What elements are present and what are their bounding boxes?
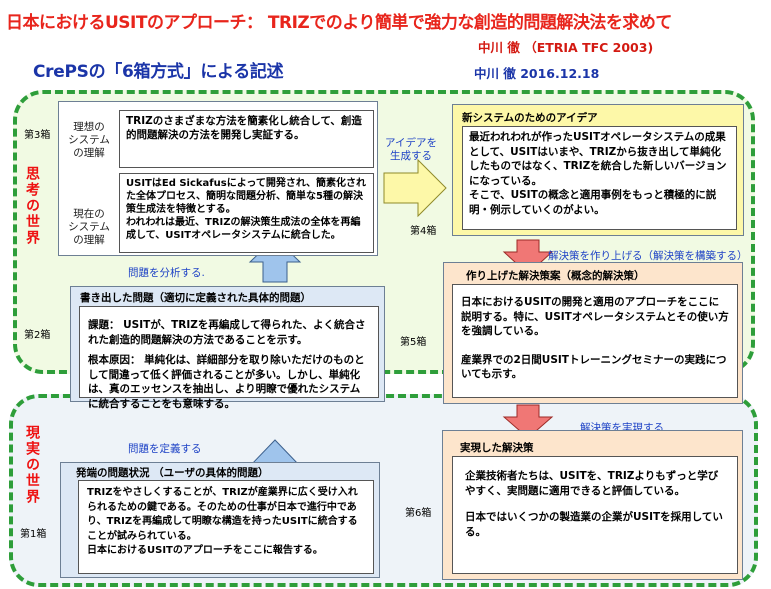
box1-header: 発端の問題状況 （ユーザの具体的問題） — [76, 467, 269, 479]
build-solution-label: 解決策を作り上げる（解決策を構築する） — [548, 250, 748, 262]
box2-cause: 根本原因： 単純化は、詳細部分を取り除いただけのものとして間違って低く評価される… — [88, 354, 365, 410]
box3-level-label: 第3箱 — [24, 130, 51, 141]
right-arrow-generate — [383, 158, 447, 218]
box4-level-label: 第4箱 — [410, 226, 437, 237]
box5-header: 作り上げた解決策案（概念的解決策） — [466, 270, 645, 282]
page-title: 日本におけるUSITのアプローチ： TRIZでのより簡単で強力な創造的問題解決法… — [6, 13, 672, 33]
box1-level-label: 第1箱 — [20, 529, 47, 540]
box6-level-label: 第6箱 — [405, 508, 432, 519]
box1-text: TRIZをやさしくすることが、TRIZが産業界に広く受け入れられるための鍵である… — [78, 480, 374, 574]
ideal-system-text: TRIZのさまざまな方法を簡素化し統合して、創造的問題解決の方法を開発し実証する… — [119, 110, 374, 168]
ideal-system-label: 理想の システム の理解 — [68, 121, 110, 159]
box4-header: 新システムのためのアイデア — [462, 112, 598, 124]
box5-text-2: 産業界での2日間USITトレーニングセミナーの実践についても示す。 — [461, 353, 727, 381]
page-subtitle: CrePSの「6箱方式」による記述 — [33, 62, 284, 82]
box6-content: 企業技術者たちは、USITを、TRIZよりもずっと学びやすく、実問題に適用できる… — [452, 456, 738, 574]
box6-header: 実現した解決策 — [460, 442, 534, 454]
box5-level-label: 第5箱 — [400, 337, 427, 348]
box2-content: 課題： USITが、TRIZを再編成して得られた、よく統合された創造的問題解決の… — [79, 306, 379, 410]
generate-idea-label: アイデアを 生成する — [385, 137, 437, 162]
box5-text-1: 日本におけるUSITの開発と適用のアプローチをここに説明する。特に、USITオペ… — [461, 296, 729, 337]
up-arrow-analyze — [248, 237, 302, 283]
thinking-world-label: 思考の世界 — [24, 166, 40, 246]
box2-problem: 課題： USITが、TRIZを再編成して得られた、よく統合された創造的問題解決の… — [88, 319, 366, 346]
box4-text: 最近われわれが作ったUSITオペレータシステムの成果として、USITはいまや、T… — [462, 126, 737, 230]
define-problem-label: 問題を定義する — [128, 443, 202, 455]
down-arrow-implement — [502, 404, 554, 439]
box2-level-label: 第2箱 — [24, 330, 51, 341]
author-line-1: 中川 徹 （ETRIA TFC 2003) — [478, 40, 654, 55]
box5-content: 日本におけるUSITの開発と適用のアプローチをここに説明する。特に、USITオペ… — [452, 284, 738, 398]
box2-header: 書き出した問題（適切に定義された具体的問題） — [80, 292, 311, 304]
current-system-label: 現在の システム の理解 — [68, 208, 110, 246]
current-system-text: USITはEd Sickafusによって開発され、簡素化された全体プロセス、簡明… — [119, 173, 374, 253]
box6-text-1: 企業技術者たちは、USITを、TRIZよりもずっと学びやすく、実問題に適用できる… — [465, 470, 719, 497]
author-line-2: 中川 徹 2016.12.18 — [474, 66, 600, 81]
real-world-label: 現実の世界 — [24, 425, 40, 505]
box6-text-2: 日本ではいくつかの製造業の企業がUSITを採用している。 — [465, 511, 723, 538]
analyze-problem-label: 問題を分析する. — [128, 267, 205, 279]
